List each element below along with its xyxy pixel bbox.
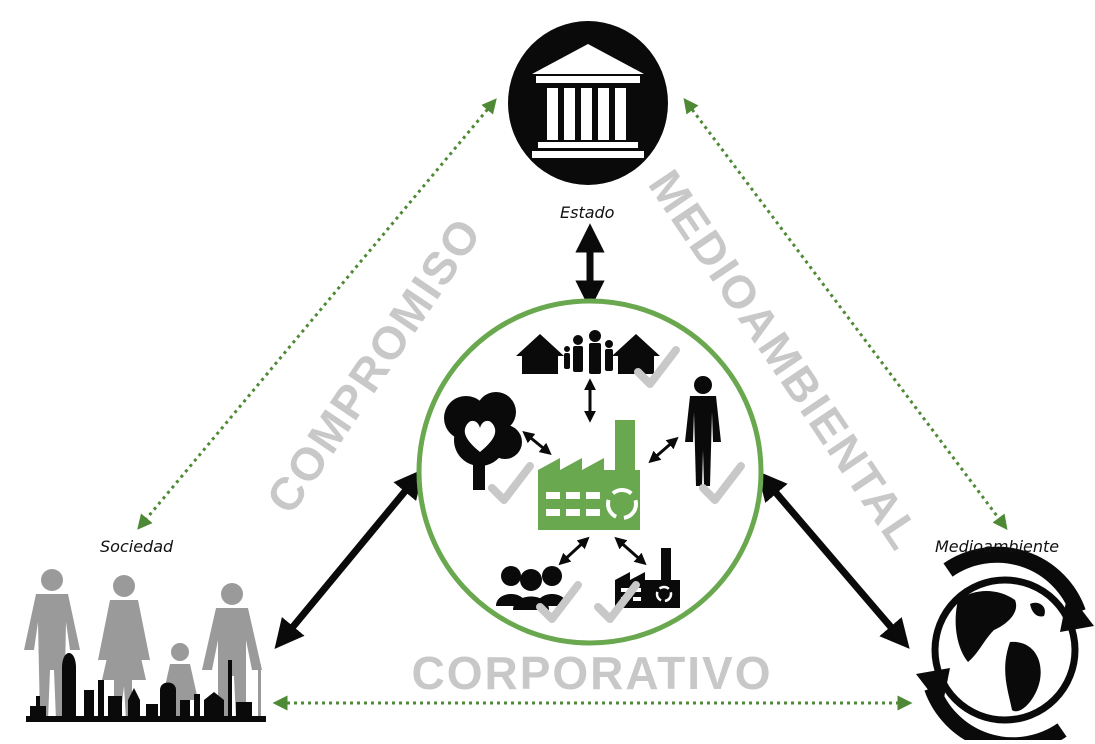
- check-icon-left: [488, 462, 534, 504]
- estado-label: Estado: [560, 203, 615, 222]
- check-icon-bottom-right: [594, 581, 640, 623]
- arrow-right-small: [648, 436, 679, 464]
- connector-estado-sociedad: [137, 98, 497, 530]
- corporativo-label: CORPORATIVO: [411, 647, 773, 699]
- government-building-icon: [508, 21, 668, 185]
- check-icon-top: [634, 346, 680, 388]
- arrow-bottom-right-small: [614, 536, 647, 566]
- sociedad-label: Sociedad: [100, 537, 174, 556]
- arrow-sociedad-center: [274, 468, 424, 650]
- arrow-bottom-left-small: [558, 536, 590, 566]
- medioambiente-label: Medioambiente: [935, 537, 1060, 556]
- arrow-medioambiente-center: [757, 471, 910, 649]
- check-icon-right: [699, 462, 745, 504]
- houses-family-icon: [516, 330, 660, 374]
- tree-heart-icon: [444, 392, 522, 490]
- globe-recycle-icon: [916, 546, 1094, 744]
- green-factory-icon: [538, 420, 640, 530]
- check-icon-bottom-left: [536, 581, 582, 623]
- arrow-left-small: [522, 430, 552, 456]
- man-silhouette-icon: [685, 376, 721, 486]
- family-city-skyline-icon: [24, 569, 266, 722]
